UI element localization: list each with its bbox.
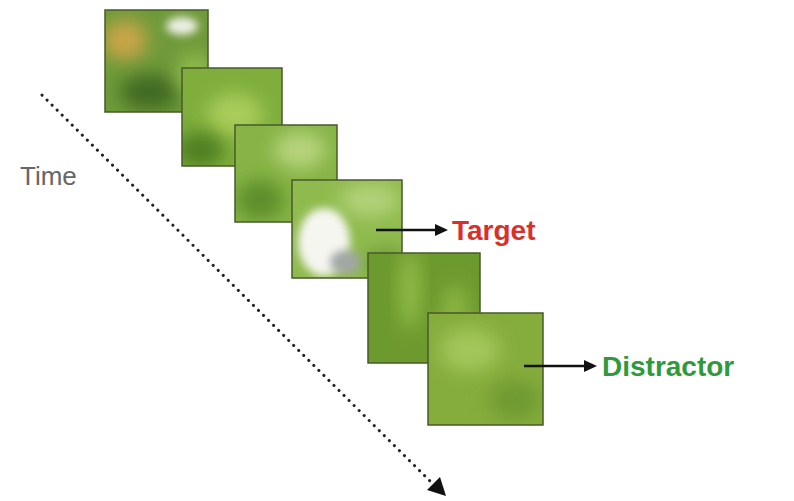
flower-shadow — [330, 250, 362, 274]
blur-patch — [489, 380, 541, 420]
arrow-head — [435, 224, 448, 236]
blur-patch — [274, 132, 326, 168]
tile-ground — [428, 313, 543, 425]
blur-patch — [440, 328, 500, 372]
axis-label: Time — [20, 161, 77, 192]
blur-patch — [166, 17, 198, 35]
tile-border — [428, 313, 543, 425]
blur-patch — [120, 74, 180, 110]
image-tile — [428, 313, 543, 425]
blur-patch — [400, 253, 420, 330]
arrow-head — [584, 360, 597, 372]
blur-patch — [105, 20, 147, 60]
leader-arrow — [376, 229, 437, 232]
blur-patch — [236, 180, 284, 220]
blur-patch — [340, 184, 400, 216]
distractor-label: Distractor — [602, 350, 734, 384]
blur-patch — [182, 132, 224, 166]
leader-arrow — [524, 365, 586, 368]
arrow-head — [427, 477, 446, 496]
target-label: Target — [452, 214, 536, 248]
